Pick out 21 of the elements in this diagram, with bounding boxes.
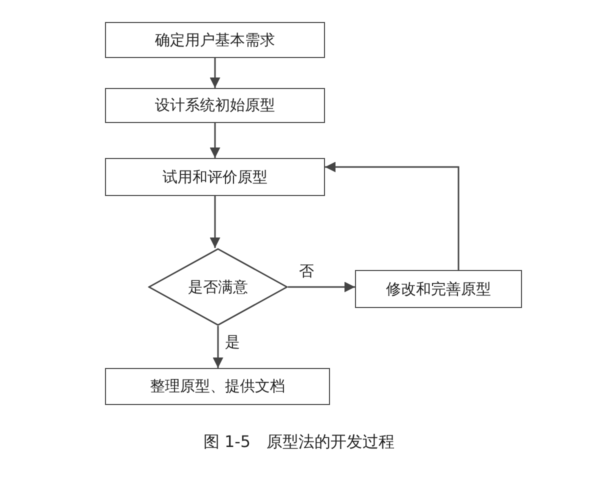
edge-label: 否 (298, 262, 315, 281)
process-box (105, 88, 325, 123)
figure-caption: 图 1-5 原型法的开发过程 (202, 432, 396, 453)
node-text: 确定用户基本需求 (155, 30, 275, 50)
arrow (210, 123, 220, 158)
node-text: 修改和完善原型 (386, 280, 491, 298)
process-box (105, 158, 325, 196)
node-text: 设计系统初始原型 (155, 96, 275, 115)
arrow (210, 58, 220, 88)
node-text: 是否满意 (188, 278, 248, 296)
arrow (325, 162, 460, 270)
node-text: 试用和评价原型 (162, 168, 268, 186)
arrow (288, 282, 355, 292)
edge-label: 是 (224, 333, 241, 352)
process-box (355, 270, 522, 308)
arrow (212, 326, 224, 368)
decision-diamond (148, 248, 288, 326)
process-box (105, 22, 325, 58)
node-text: 整理原型、提供文档 (150, 377, 285, 396)
arrow (210, 196, 220, 248)
process-box (105, 368, 330, 405)
